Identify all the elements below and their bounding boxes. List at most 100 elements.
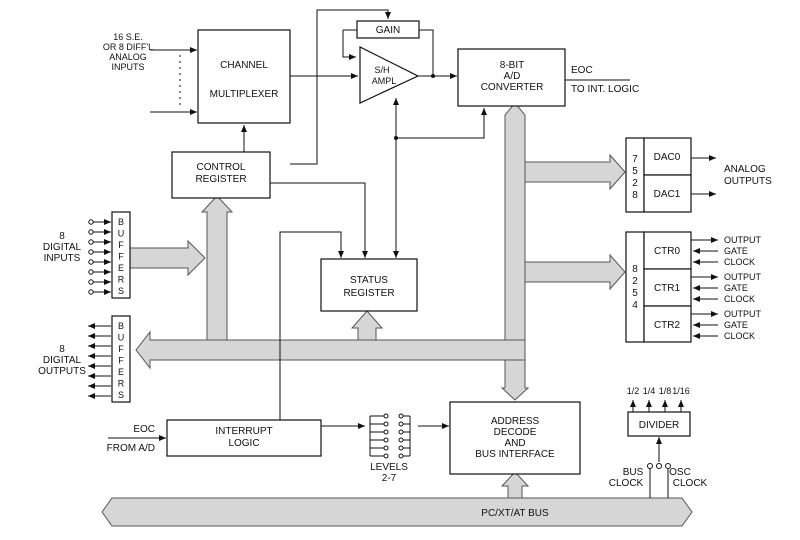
svg-text:OUTPUTS: OUTPUTS (38, 366, 86, 377)
status-to-adc (396, 108, 487, 139)
buffer-letter: F (118, 344, 124, 354)
svg-text:FROM A/D: FROM A/D (107, 443, 155, 454)
level-pin (383, 413, 389, 419)
svg-text:INPUTS: INPUTS (44, 253, 81, 264)
buffer-letter: R (118, 379, 125, 389)
counter-signal-label: OUTPUT (724, 235, 762, 245)
input-terminal (88, 269, 94, 275)
levels-sub: 2-7 (382, 473, 397, 484)
counter-signal-label: GATE (724, 246, 748, 256)
eoc-in-label: EOC FROM A/D (107, 424, 155, 454)
gain-feedback-right (419, 29, 434, 76)
counter-signal-label: GATE (724, 320, 748, 330)
bus-clock-sub: CLOCK (609, 478, 644, 489)
svg-text:MULTIPLEXER: MULTIPLEXER (210, 89, 279, 100)
pc-bus-label: PC/XT/AT BUS (481, 508, 549, 519)
buffer-letter: S (118, 286, 124, 296)
input-terminal (88, 239, 94, 245)
dac-chip: 7 5 2 8 DAC0 DAC1 (625, 137, 692, 213)
level-pin (383, 429, 389, 435)
address-decode: ADDRESS DECODE AND BUS INTERFACE (449, 401, 581, 475)
buffer-letter: S (118, 390, 124, 400)
buffer-letter: E (118, 367, 124, 377)
svg-text:2: 2 (632, 178, 638, 189)
buffer-letter: F (118, 240, 124, 250)
input-terminal (88, 279, 94, 285)
svg-text:AND: AND (504, 438, 525, 449)
digital-outputs-label: 8 DIGITAL OUTPUTS (38, 344, 86, 377)
status-node (394, 136, 398, 140)
ad-converter: 8-BIT A/D CONVERTER (457, 48, 566, 107)
svg-text:4: 4 (632, 300, 638, 311)
divider-output-label: 1/4 (643, 386, 656, 396)
level-pin (398, 453, 404, 459)
counter-signal-label: GATE (724, 283, 748, 293)
eoc-out-sub: TO INT. LOGIC (571, 84, 639, 95)
counters: CTR0OUTPUTGATECLOCKCTR1OUTPUTGATECLOCKCT… (654, 235, 762, 341)
osc-clock-sub: CLOCK (673, 478, 708, 489)
svg-text:LOGIC: LOGIC (228, 438, 259, 449)
level-pin (398, 413, 404, 419)
svg-text:A/D: A/D (504, 71, 521, 82)
svg-text:5: 5 (632, 166, 638, 177)
counter-label-0: CTR0 (654, 246, 681, 257)
bus-clock-contact (647, 463, 653, 469)
svg-text:S/H: S/H (374, 65, 389, 75)
svg-text:ANALOG: ANALOG (109, 52, 147, 62)
amp-node (431, 74, 435, 78)
svg-text:DIGITAL: DIGITAL (43, 355, 82, 366)
svg-text:EOC: EOC (133, 424, 155, 435)
svg-text:DIVIDER: DIVIDER (639, 420, 680, 431)
timer-chip: 8 2 5 4 (625, 231, 692, 343)
svg-text:GAIN: GAIN (376, 25, 400, 36)
svg-text:8-BIT: 8-BIT (500, 60, 524, 71)
counter-label-1: CTR1 (654, 283, 681, 294)
counter-label-2: CTR2 (654, 320, 681, 331)
level-jumpers (369, 413, 411, 459)
pc-bus: PC/XT/AT BUS (101, 471, 693, 527)
ctrl-to-gain (290, 9, 391, 165)
svg-text:ADDRESS: ADDRESS (491, 416, 540, 427)
svg-text:OR 8 DIFF'L: OR 8 DIFF'L (103, 42, 153, 52)
bus-clock-label: BUS (623, 467, 644, 478)
analog-outputs-label: ANALOG (724, 164, 766, 175)
status-register: STATUS REGISTER (320, 258, 418, 312)
svg-text:DIGITAL: DIGITAL (43, 242, 82, 253)
svg-text:2: 2 (632, 276, 638, 287)
level-pin (398, 437, 404, 443)
gain-box: GAIN (356, 20, 420, 39)
counter-signal-label: CLOCK (724, 294, 755, 304)
channel-multiplexer: CHANNEL MULTIPLEXER (197, 29, 291, 124)
input-terminal (88, 219, 94, 225)
eoc-out-label: EOC (571, 65, 593, 76)
svg-text:REGISTER: REGISTER (343, 288, 394, 299)
control-register: CONTROL REGISTER (171, 151, 271, 199)
output-lines (88, 323, 111, 399)
dac1-label: DAC1 (654, 189, 681, 200)
level-pin (398, 421, 404, 427)
level-pin (383, 437, 389, 443)
ctrl-to-status (270, 182, 368, 258)
counter-signal-label: OUTPUT (724, 309, 762, 319)
buffer-letter: R (118, 275, 125, 285)
buffer-letter: E (118, 263, 124, 273)
buffer-letter: B (118, 217, 124, 227)
svg-text:16 S.E.: 16 S.E. (113, 32, 143, 42)
counter-signal-label: OUTPUT (724, 272, 762, 282)
osc-clock-label: OSC (669, 467, 691, 478)
input-buffers (111, 211, 131, 299)
digital-inputs-label: 8 DIGITAL INPUTS (43, 231, 82, 264)
osc-clock-contact (665, 463, 671, 469)
svg-text:DECODE: DECODE (494, 427, 537, 438)
divider-output-label: 1/8 (659, 386, 672, 396)
svg-text:CONVERTER: CONVERTER (481, 82, 544, 93)
buffer-letter: F (118, 252, 124, 262)
buffer-letter: B (118, 321, 124, 331)
level-pin (383, 445, 389, 451)
counter-signal-label: CLOCK (724, 331, 755, 341)
svg-text:STATUS: STATUS (350, 275, 388, 286)
svg-text:8: 8 (59, 344, 65, 355)
analog-input-label: 16 S.E. OR 8 DIFF'L ANALOG INPUTS (103, 32, 153, 72)
